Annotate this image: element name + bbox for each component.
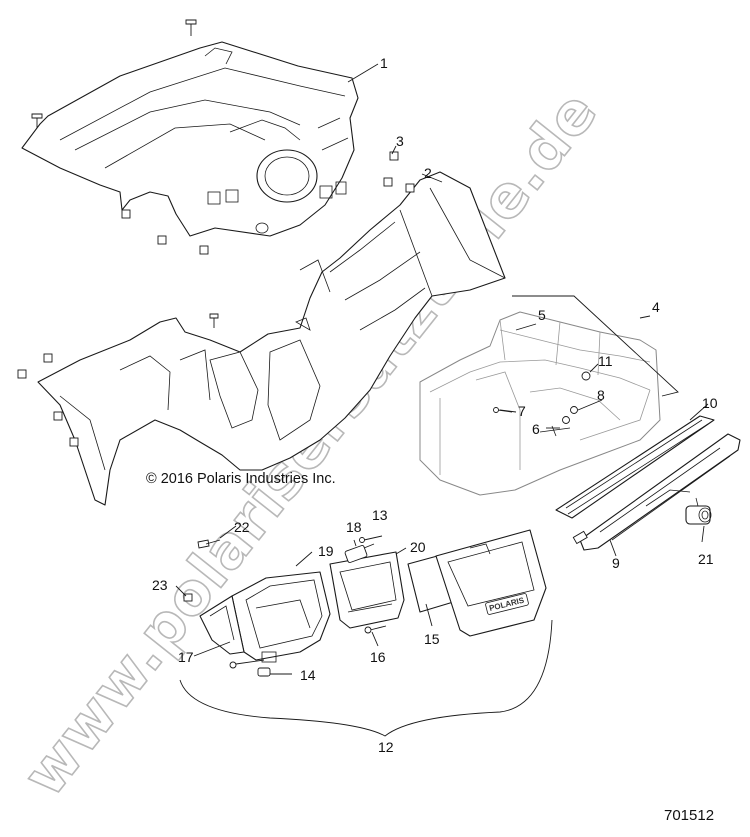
callout-13: 13 bbox=[372, 507, 388, 523]
clip-3b bbox=[383, 177, 393, 187]
callout-12: 12 bbox=[378, 739, 394, 755]
callout-labels: 1 2 3 4 5 6 7 8 9 10 11 12 13 14 15 16 1… bbox=[152, 55, 718, 755]
connector-18 bbox=[344, 543, 375, 563]
callout-23: 23 bbox=[152, 577, 168, 593]
callout-11: 11 bbox=[598, 353, 613, 369]
document-number: 701512 bbox=[664, 807, 714, 824]
clip-3a bbox=[389, 151, 399, 161]
clip-7 bbox=[69, 437, 79, 447]
screw-11 bbox=[581, 371, 591, 381]
clip-8b bbox=[562, 416, 570, 424]
callout-5: 5 bbox=[538, 307, 546, 323]
callout-18: 18 bbox=[346, 519, 362, 535]
screw-bottom bbox=[229, 659, 265, 669]
bracket-17 bbox=[199, 595, 245, 655]
callout-16: 16 bbox=[370, 649, 386, 665]
clip-3 bbox=[199, 245, 209, 255]
screw-top-2 bbox=[31, 113, 43, 128]
door-gasket bbox=[555, 415, 715, 519]
clip-1 bbox=[121, 209, 131, 219]
leader-lines bbox=[175, 63, 709, 737]
callout-2: 2 bbox=[424, 165, 432, 181]
screw-mid bbox=[209, 313, 219, 328]
callout-20: 20 bbox=[410, 539, 426, 555]
callout-1: 1 bbox=[380, 55, 388, 71]
screw-22 bbox=[197, 539, 221, 549]
callout-22: 22 bbox=[234, 519, 250, 535]
gauge-frame-19 bbox=[231, 571, 331, 663]
screw-13 bbox=[359, 535, 383, 543]
cover-plate: POLARIS bbox=[435, 529, 547, 637]
storage-bin bbox=[419, 311, 661, 496]
callout-19: 19 bbox=[318, 543, 334, 559]
callout-9: 9 bbox=[612, 555, 620, 571]
screw-16 bbox=[364, 625, 387, 634]
clip-23 bbox=[183, 593, 193, 602]
screw-top-1 bbox=[185, 19, 197, 36]
clip-4 bbox=[43, 353, 53, 363]
clip-6 bbox=[53, 411, 63, 421]
clip-3c bbox=[405, 183, 415, 193]
copyright-text: © 2016 Polaris Industries Inc. bbox=[146, 471, 336, 487]
fasteners bbox=[17, 19, 591, 677]
gauge-bezel-20 bbox=[329, 551, 405, 629]
callout-15: 15 bbox=[424, 631, 440, 647]
lower-dash-panel bbox=[37, 171, 506, 506]
storage-door bbox=[572, 433, 741, 551]
clip-8a bbox=[570, 406, 578, 414]
callout-21: 21 bbox=[698, 551, 714, 567]
callout-4: 4 bbox=[652, 299, 660, 315]
door-latch bbox=[685, 497, 712, 525]
callout-6: 6 bbox=[532, 421, 540, 437]
callout-3: 3 bbox=[396, 133, 404, 149]
callout-14: 14 bbox=[300, 667, 316, 683]
callout-7: 7 bbox=[518, 403, 526, 419]
clip-2 bbox=[157, 235, 167, 245]
callout-8: 8 bbox=[597, 387, 605, 403]
callout-10: 10 bbox=[702, 395, 718, 411]
clip-14 bbox=[257, 667, 271, 677]
callout-17: 17 bbox=[178, 649, 194, 665]
upper-dash-cover bbox=[21, 41, 359, 237]
clip-5 bbox=[17, 369, 27, 379]
